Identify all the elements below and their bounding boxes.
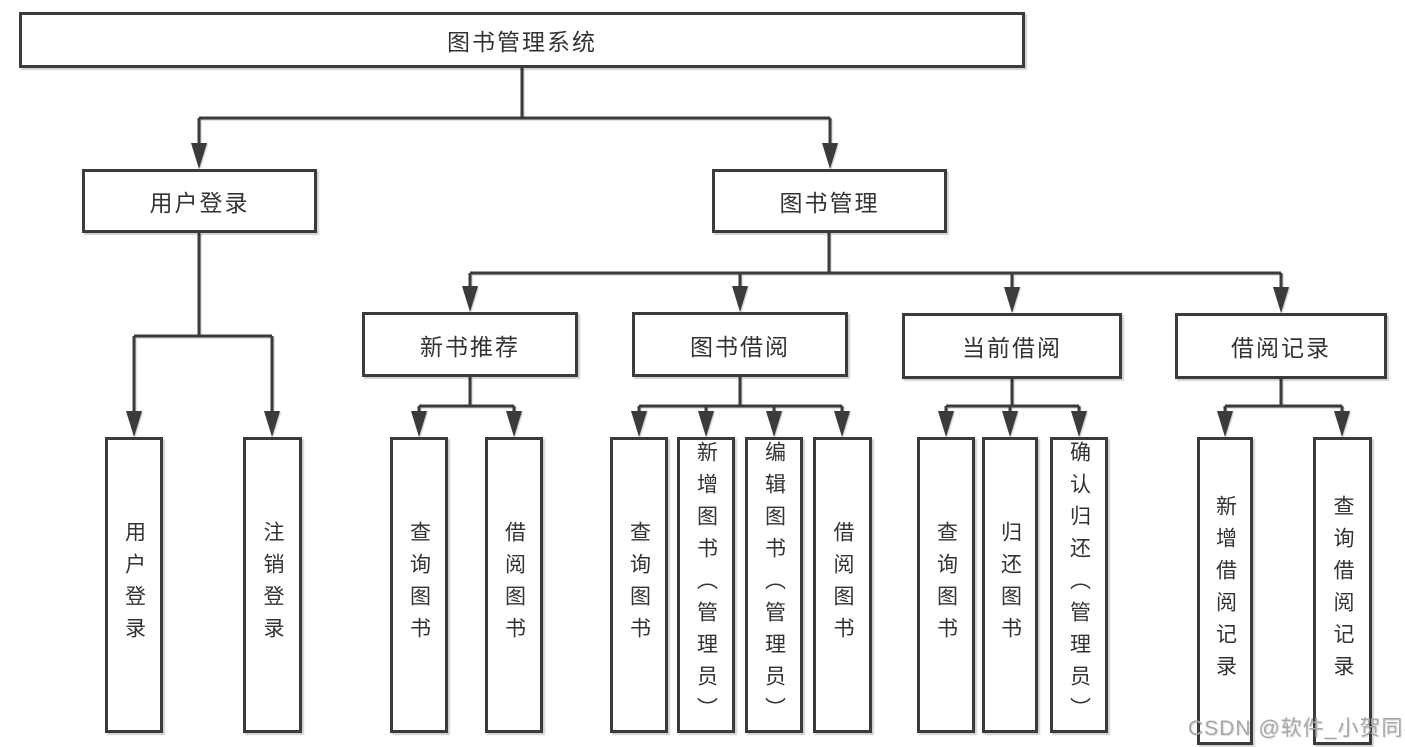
leaf-query-book-current-label: 查询图书 [934,521,958,649]
leaf-return-book: 归还图书 [982,437,1038,733]
node-root-label: 图书管理系统 [447,29,597,55]
node-borrowing-records-label: 借阅记录 [1231,335,1331,361]
node-book-management-label: 图书管理 [779,190,880,216]
node-user-login-label: 用户登录 [149,190,250,216]
leaf-borrow-book-borrowing-label: 借阅图书 [831,521,854,649]
arrowheads [126,143,1350,437]
node-new-book-recommend-label: 新书推荐 [420,333,520,360]
leaf-return-book-label: 归还图书 [998,521,1022,649]
leaf-edit-book-admin: 编辑图书（管理员） [745,437,803,733]
node-book-borrowing: 图书借阅 [632,312,848,377]
leaf-query-borrow-record: 查询借阅记录 [1313,437,1372,745]
leaf-borrow-book-recommend-label: 借阅图书 [502,521,526,649]
node-root-system: 图书管理系统 [19,12,1025,68]
leaf-query-borrow-record-label: 查询借阅记录 [1331,495,1354,687]
leaf-query-book-recommend-label: 查询图书 [407,521,431,649]
node-borrowing-records: 借阅记录 [1175,313,1387,379]
leaf-query-book-recommend: 查询图书 [390,437,448,733]
leaf-confirm-return-admin-label: 确认归还（管理员） [1067,441,1091,729]
leaf-logout-label: 注销登录 [261,521,284,649]
leaf-add-borrow-record-label: 新增借阅记录 [1213,495,1237,687]
leaf-borrow-book-recommend: 借阅图书 [485,437,543,733]
leaf-confirm-return-admin: 确认归还（管理员） [1050,437,1108,733]
node-current-borrowing-label: 当前借阅 [962,335,1062,361]
leaf-add-book-admin-label: 新增图书（管理员） [694,441,718,729]
node-current-borrowing: 当前借阅 [902,313,1122,379]
leaf-query-book-current: 查询图书 [917,437,975,733]
node-book-management: 图书管理 [712,169,947,233]
leaf-borrow-book-borrowing: 借阅图书 [813,437,872,733]
leaf-user-login: 用户登录 [105,437,163,733]
node-book-borrowing-label: 图书借阅 [690,333,790,360]
leaf-query-book-borrowing-label: 查询图书 [627,521,651,649]
leaf-add-book-admin: 新增图书（管理员） [677,437,735,733]
leaf-add-borrow-record: 新增借阅记录 [1197,437,1253,745]
leaf-edit-book-admin-label: 编辑图书（管理员） [762,441,786,729]
node-new-book-recommend: 新书推荐 [362,312,578,377]
leaf-user-login-label: 用户登录 [122,521,146,649]
csdn-watermark: CSDN @软件_小贺同学 [1188,717,1405,740]
node-user-login: 用户登录 [82,169,317,233]
leaf-query-book-borrowing: 查询图书 [610,437,668,733]
leaf-logout: 注销登录 [243,437,302,733]
